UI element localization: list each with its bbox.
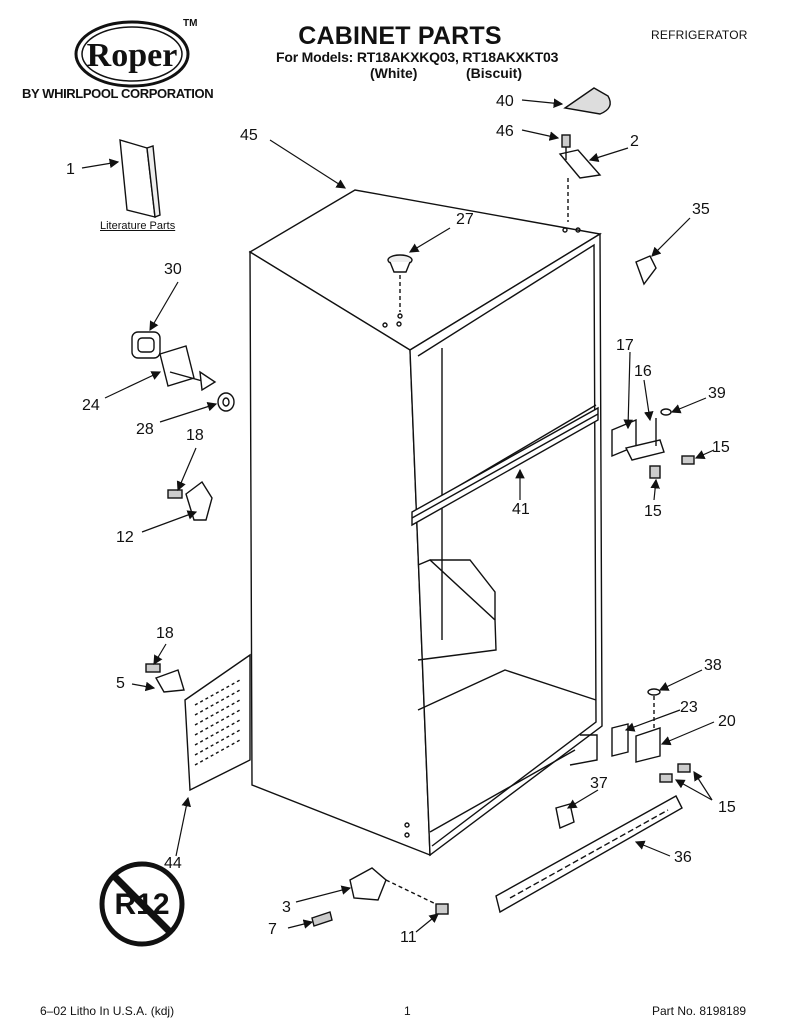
category-label: REFRIGERATOR	[651, 28, 748, 42]
callout-2: 2	[630, 133, 639, 150]
divider-rail	[411, 406, 599, 527]
callout-1: 1	[66, 161, 75, 178]
part-number: Part No. 8198189	[652, 1004, 747, 1018]
callout-20: 20	[718, 713, 736, 730]
callout-38: 38	[704, 657, 722, 674]
callout-28: 28	[136, 421, 154, 438]
callout-39: 39	[708, 385, 726, 402]
callout-23: 23	[680, 699, 698, 716]
toe-grille-icon	[495, 795, 683, 914]
callout-5: 5	[116, 675, 125, 692]
center-hinge-icon	[611, 408, 695, 479]
no-r12-badge-text: R12	[114, 888, 169, 921]
page-title: CABINET PARTS	[298, 22, 502, 50]
byline: BY WHIRLPOOL CORPORATION	[22, 86, 214, 101]
roper-logo: Roper	[74, 20, 190, 88]
clamp-screw-icon	[145, 663, 185, 693]
plug-button-icon	[387, 254, 413, 312]
callout-3: 3	[282, 899, 291, 916]
callout-11: 11	[400, 929, 417, 946]
callout-36: 36	[674, 849, 692, 866]
color-biscuit: (Biscuit)	[466, 65, 522, 81]
literature-parts-label: Literature Parts	[100, 220, 176, 232]
callout-46: 46	[496, 123, 514, 140]
litho-note: 6–02 Litho In U.S.A. (kdj)	[40, 1004, 175, 1018]
callout-15-lower: 15	[644, 503, 662, 520]
callout-15-bottom: 15	[718, 799, 736, 816]
callout-41: 41	[512, 501, 530, 518]
refrigerator-cabinet	[248, 189, 603, 857]
callout-18-upper: 18	[186, 427, 204, 444]
callout-30: 30	[164, 261, 182, 278]
callout-12: 12	[116, 529, 134, 546]
page-number: 1	[404, 1004, 411, 1018]
callout-37: 37	[590, 775, 608, 792]
callout-17: 17	[616, 337, 634, 354]
color-white: (White)	[370, 65, 418, 81]
no-r12-badge: R12	[99, 861, 185, 947]
callout-15-right: 15	[712, 439, 730, 456]
leveling-bracket-icon	[311, 867, 449, 927]
leader-lines	[81, 98, 715, 933]
callout-7: 7	[268, 921, 277, 938]
water-fitting-assembly-icon	[131, 331, 235, 412]
callout-24: 24	[82, 397, 100, 414]
callout-40: 40	[496, 93, 514, 110]
hinge-cover-icon	[563, 87, 611, 115]
top-hinge-icon	[558, 134, 602, 222]
callout-numbers: 1 40 46 2 45 27 35 30 24 28 18 12 17 16 …	[66, 93, 736, 946]
callout-45: 45	[240, 127, 258, 144]
trademark: TM	[183, 18, 198, 29]
model-numbers: For Models: RT18AKXKQ03, RT18AKXKT03	[276, 49, 559, 65]
callout-18-lower: 18	[156, 625, 174, 642]
callout-44: 44	[164, 855, 182, 872]
brand-wordmark: Roper	[87, 37, 178, 74]
clip-icon	[555, 803, 575, 829]
hinge-cap-icon	[635, 255, 657, 286]
callout-16: 16	[634, 363, 652, 380]
callout-27: 27	[456, 211, 474, 228]
literature-booklet-icon	[119, 139, 161, 218]
bottom-hinge-icon	[611, 688, 691, 783]
back-panel-icon	[184, 653, 251, 792]
callout-35: 35	[692, 201, 710, 218]
